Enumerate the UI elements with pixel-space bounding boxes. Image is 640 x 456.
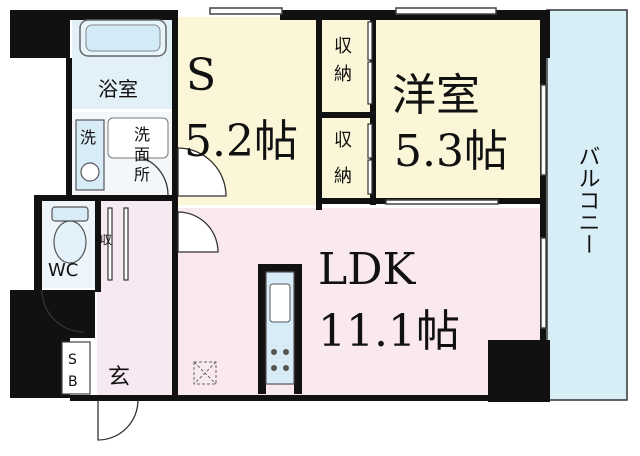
washroom-label-3: 所 bbox=[134, 165, 150, 184]
toilet-icon bbox=[51, 206, 89, 264]
storage-upper-area bbox=[320, 17, 370, 113]
toilet-label: WC bbox=[48, 260, 78, 281]
ldk-area bbox=[178, 208, 544, 398]
washbasin-icon bbox=[107, 117, 169, 159]
bathroom-label: 浴室 bbox=[98, 77, 138, 101]
western-room-area bbox=[372, 17, 544, 199]
toilet-storage-label: 収 bbox=[100, 233, 112, 247]
storage-upper-label-1: 収 bbox=[334, 36, 352, 57]
shoe-box-label-2: B bbox=[68, 374, 78, 390]
toilet-door bbox=[41, 289, 85, 333]
s-room-door bbox=[177, 147, 227, 197]
storage-lower-label-1: 収 bbox=[334, 130, 352, 151]
kitchen-counter-icon bbox=[265, 271, 295, 385]
sliding-doors bbox=[107, 21, 373, 281]
windows bbox=[209, 7, 547, 329]
doors bbox=[41, 147, 227, 441]
storage-lower-area bbox=[320, 118, 370, 198]
ldk-name: LDK bbox=[318, 244, 416, 295]
ldk-size: 11.1帖 bbox=[318, 306, 460, 357]
shoe-box-label-1: S bbox=[68, 352, 77, 368]
s-room-name: S bbox=[186, 50, 216, 101]
shoe-box-frame bbox=[61, 341, 91, 395]
balcony-area bbox=[546, 9, 628, 401]
storage-upper-label-2: 納 bbox=[334, 64, 352, 85]
western-room-name: 洋室 bbox=[392, 70, 480, 121]
storage-lower-label-2: 納 bbox=[334, 166, 352, 187]
entrance-door bbox=[97, 399, 139, 441]
s-room-size: 5.2帖 bbox=[184, 116, 298, 167]
washroom-label-1: 洗 bbox=[134, 125, 150, 144]
ldk-door bbox=[177, 211, 219, 253]
balcony-label: バルコニー bbox=[575, 145, 600, 255]
western-room-size: 5.3帖 bbox=[394, 126, 508, 177]
washer-label: 洗 bbox=[80, 128, 96, 147]
ceiling-hatch-icon bbox=[193, 361, 217, 385]
entrance-label: 玄 bbox=[108, 365, 130, 390]
washroom-label-2: 面 bbox=[134, 145, 150, 164]
